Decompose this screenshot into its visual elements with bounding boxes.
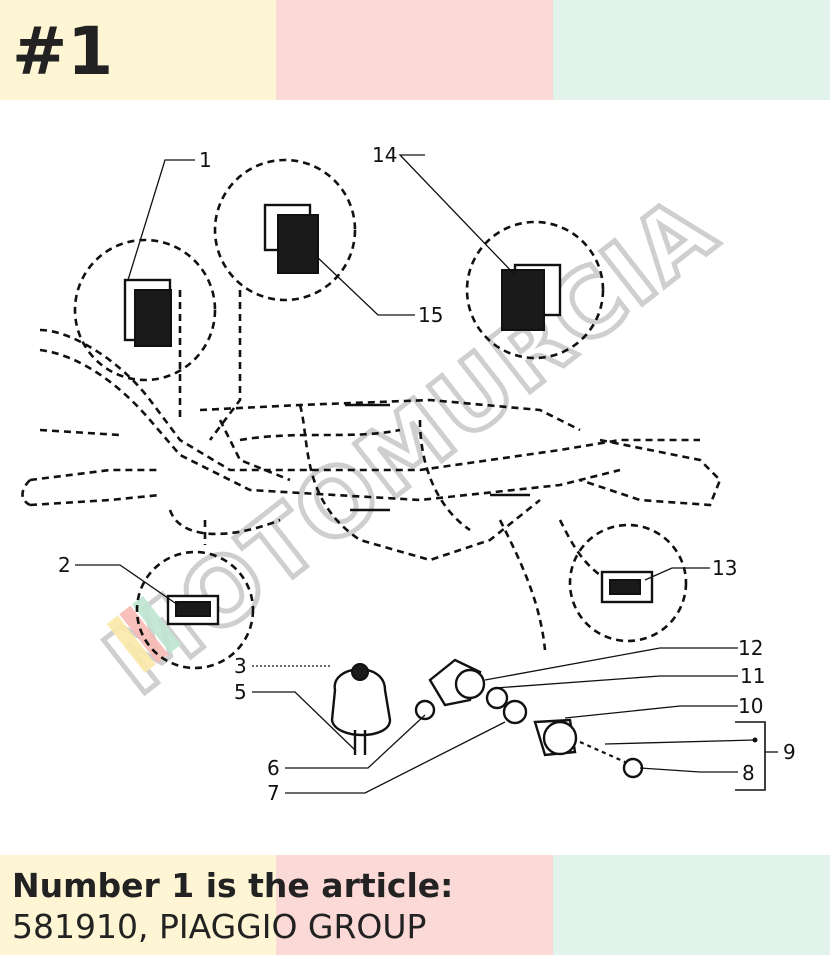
caption-article: 581910, PIAGGIO GROUP [12, 907, 427, 946]
callout-5: 5 [234, 680, 247, 704]
callout-6: 6 [267, 756, 280, 780]
leader-lines [75, 154, 778, 794]
handlebar-outline [21, 290, 722, 651]
detail-circle-15 [213, 158, 357, 302]
caption-heading: Number 1 is the article: [12, 866, 454, 905]
callout-11: 11 [740, 664, 765, 688]
callout-8: 8 [742, 761, 755, 785]
caption-band [0, 855, 830, 955]
parts-diagram: MOTOMURCIA [21, 143, 796, 805]
watermark: MOTOMURCIA [83, 172, 738, 717]
detail-circle-14 [465, 220, 605, 360]
callout-2: 2 [58, 553, 71, 577]
item-index-label: #1 [12, 13, 114, 90]
callout-10: 10 [738, 694, 763, 718]
detail-circle-13 [568, 523, 688, 643]
callout-15: 15 [418, 303, 443, 327]
callout-12: 12 [738, 636, 763, 660]
callout-3: 3 [234, 654, 247, 678]
callout-13: 13 [712, 556, 737, 580]
band-yellow [0, 855, 276, 955]
callout-labels: 1 2 3 5 6 7 8 9 10 11 12 13 14 15 [58, 143, 796, 805]
band-pink [276, 0, 553, 100]
callout-7: 7 [267, 781, 280, 805]
detail-circle-2 [135, 550, 255, 670]
watermark-text: MOTOMURCIA [86, 175, 736, 715]
callout-14: 14 [372, 143, 397, 167]
band-mint [553, 0, 830, 100]
band-pink [276, 855, 553, 955]
watermark-stripes [106, 595, 182, 673]
callout-9: 9 [783, 740, 796, 764]
header-band [0, 0, 830, 100]
band-mint [553, 855, 830, 955]
callout-1: 1 [199, 148, 212, 172]
band-yellow [0, 0, 276, 100]
detail-circle-1 [73, 238, 217, 382]
lower-parts [330, 658, 644, 779]
